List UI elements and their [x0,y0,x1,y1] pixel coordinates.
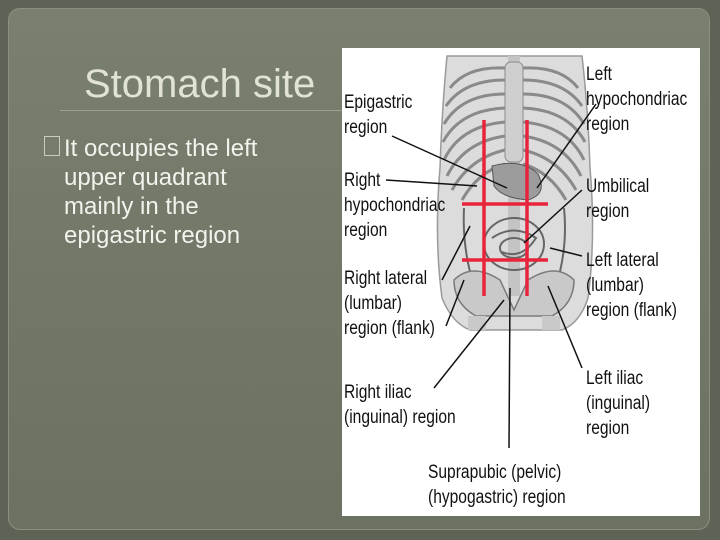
label-left-iliac: Left iliac (inguinal) region [586,368,651,439]
label-right-hypochondriac: Right hypochondriac region [344,170,446,241]
bullet-line: mainly in the [64,193,199,220]
label-right-lateral: Right lateral (lumbar) region (flank) [344,268,435,339]
label-epigastric: Epigastric region [344,92,413,138]
leader-lines [385,103,597,449]
region-grid [462,120,548,296]
bullet-text: It occupies the left upper quadrant main… [64,134,344,250]
torso-illustration [385,55,597,449]
slide-title: Stomach site [84,62,316,106]
label-left-hypochondriac: Left hypochondriac region [586,64,688,135]
right-femur [542,316,560,330]
label-left-lateral: Left lateral (lumbar) region (flank) [586,250,677,321]
bullet-line: upper quadrant [64,164,227,191]
bullet-line: It occupies the left [64,135,258,162]
label-umbilical: Umbilical region [586,176,650,222]
label-suprapubic: Suprapubic (pelvic) (hypogastric) region [428,462,566,508]
stomach [491,162,542,201]
label-right-iliac: Right iliac (inguinal) region [344,382,456,428]
abdominal-regions-figure: Epigastric region Right hypochondriac re… [342,48,700,516]
left-femur [468,316,486,330]
bullet-line: epigastric region [64,222,241,249]
title-divider [60,110,360,111]
sternum [504,61,524,163]
bullet-box-icon [44,136,60,156]
bullet-item: It occupies the left upper quadrant main… [44,134,344,250]
